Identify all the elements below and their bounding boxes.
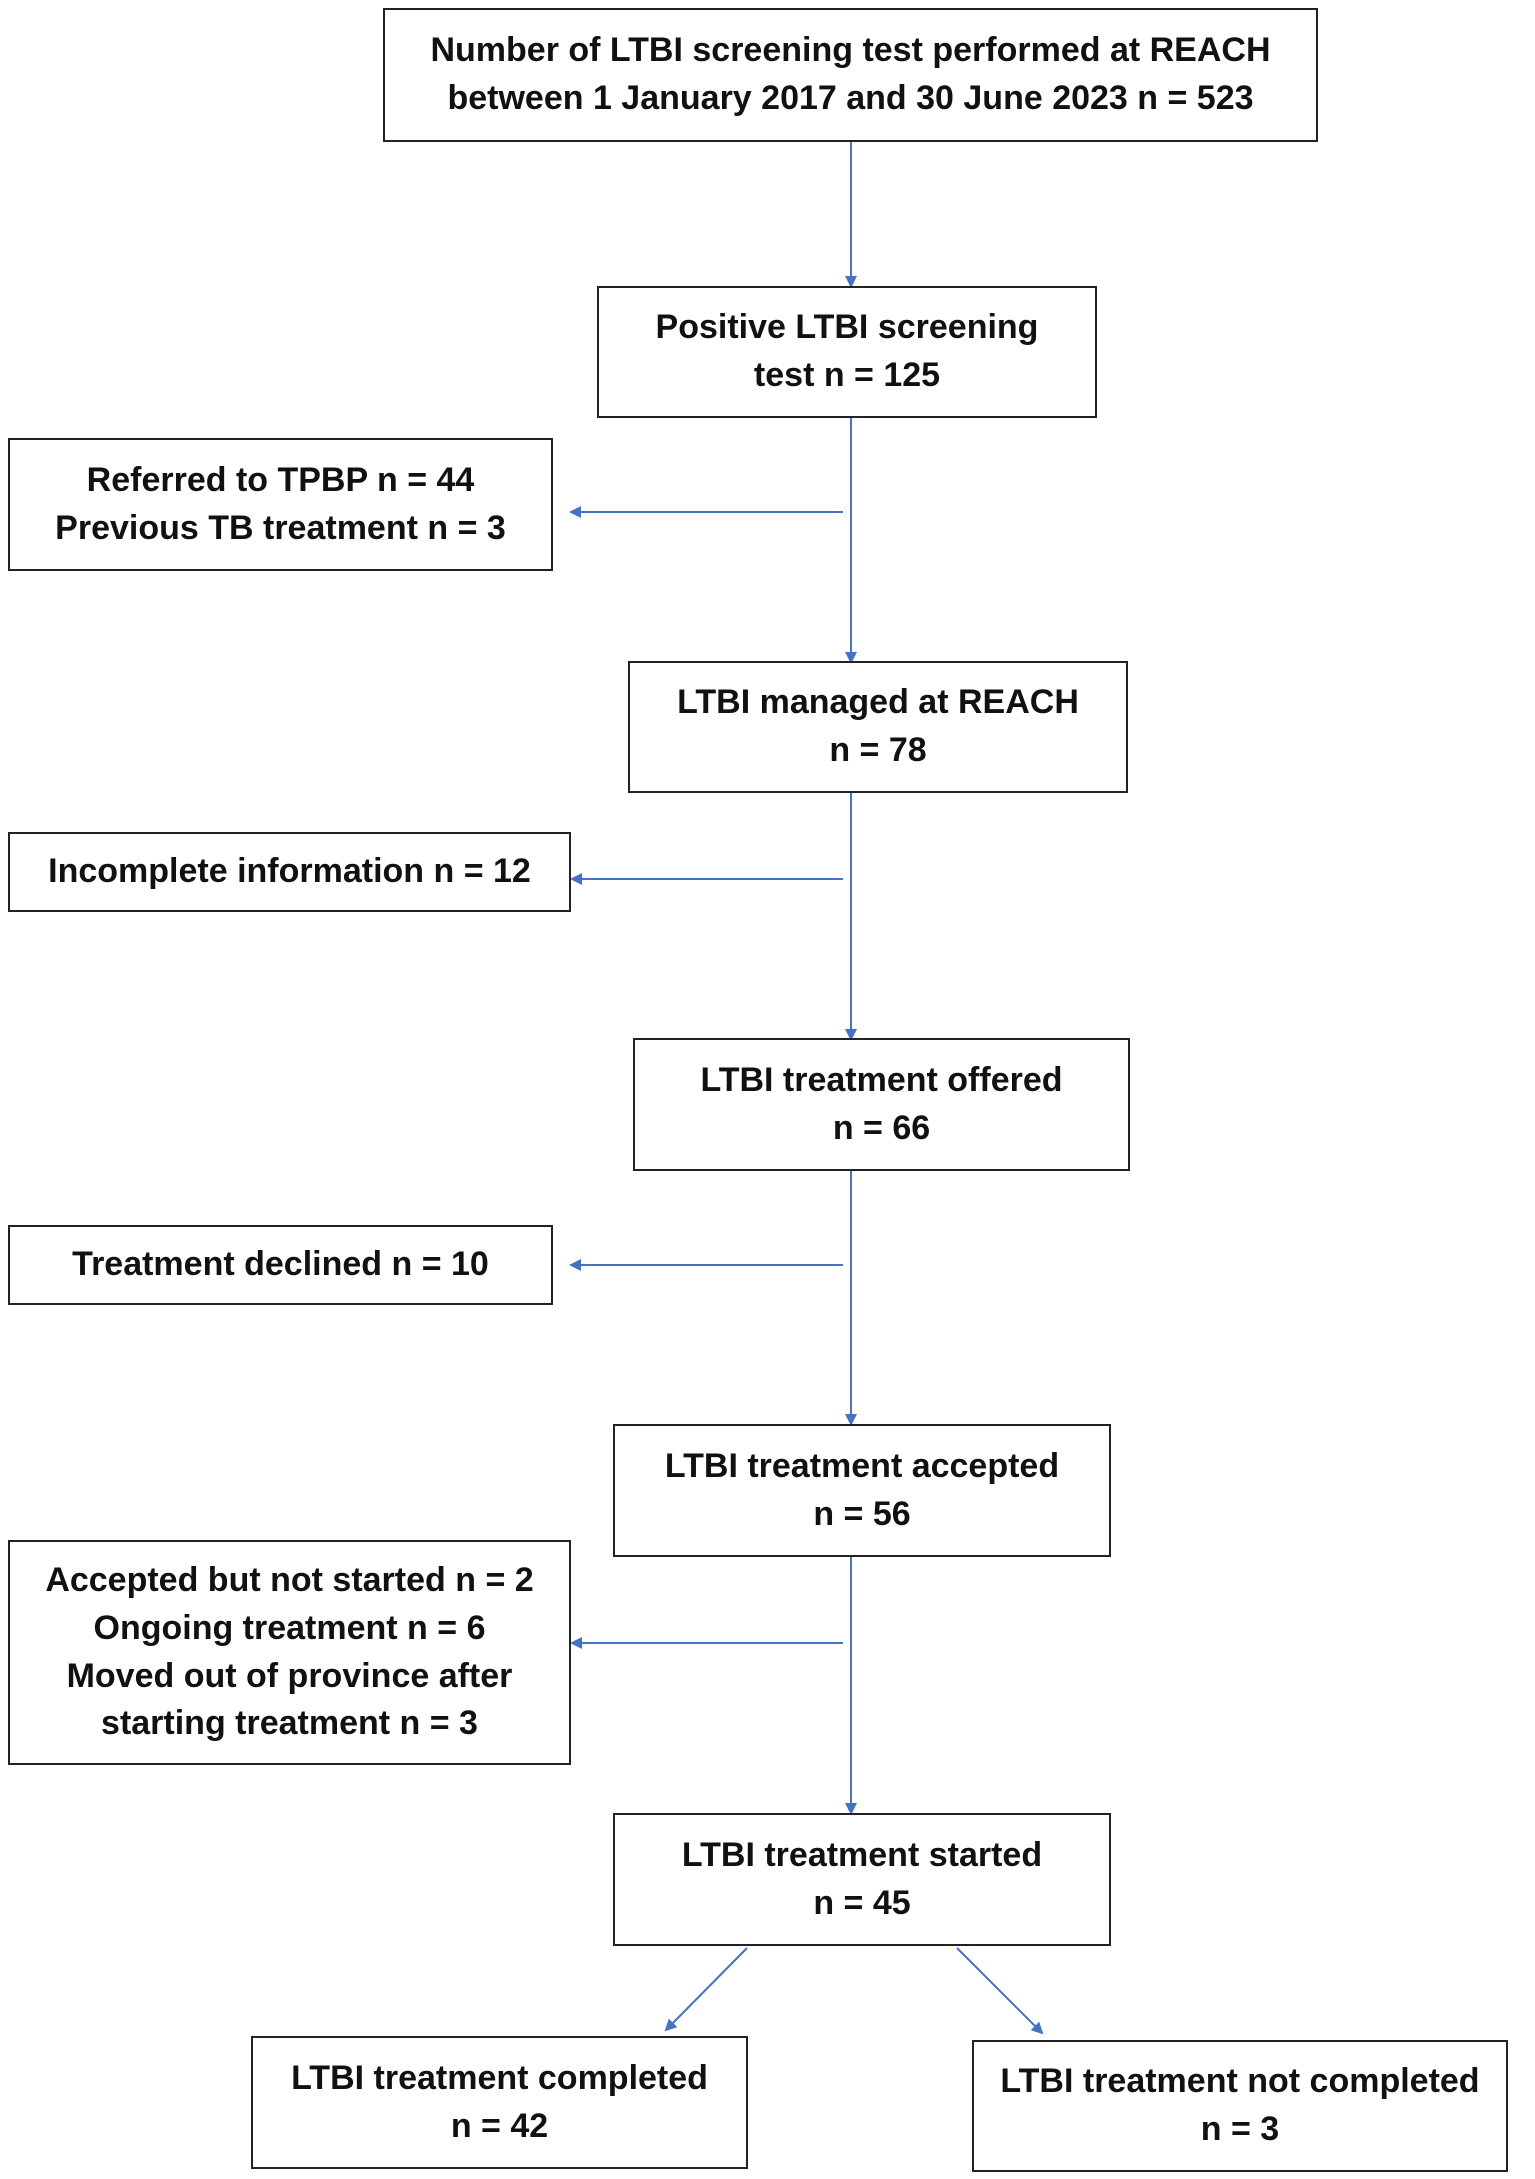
node-managed-at-reach-line-2: n = 78 <box>829 731 927 769</box>
node-positive-screening: Positive LTBI screening test n = 125 <box>597 286 1097 418</box>
node-treatment-completed: LTBI treatment completed n = 42 <box>251 2036 748 2169</box>
node-incomplete-info: Incomplete information n = 12 <box>8 832 571 912</box>
node-referred-previous-line-1: Referred to TPBP n = 44 <box>86 460 475 499</box>
arrow-started-to-completed <box>664 1947 748 2032</box>
node-screening-tests-line-1: Number of LTBI screening test performed … <box>430 31 1271 70</box>
arrow-started-to-not-completed <box>956 1947 1044 2035</box>
node-treatment-accepted: LTBI treatment accepted n = 56 <box>613 1424 1111 1557</box>
node-referred-previous: Referred to TPBP n = 44 Previous TB trea… <box>8 438 553 571</box>
node-managed-at-reach: LTBI managed at REACH n = 78 <box>628 661 1128 793</box>
node-treatment-offered-line-1: LTBI treatment offered <box>700 1060 1063 1099</box>
node-referred-previous-line-2: Previous TB treatment n = 3 <box>55 508 506 547</box>
node-treatment-offered-line-2: n = 66 <box>832 1108 931 1147</box>
node-positive-screening-line-1: Positive LTBI screening <box>655 308 1039 347</box>
node-incomplete-info-line-1: Incomplete information n = 12 <box>48 852 531 891</box>
node-treatment-not-completed: LTBI treatment not completed n = 3 <box>972 2040 1508 2172</box>
node-excluded-after-acceptance-line-3: Moved out of province after <box>66 1656 513 1695</box>
node-treatment-declined-line-1: Treatment declined n = 10 <box>72 1245 489 1284</box>
node-treatment-not-completed-line-2: n = 3 <box>1200 2110 1280 2148</box>
node-treatment-offered: LTBI treatment offered n = 66 <box>633 1038 1130 1171</box>
node-treatment-completed-line-1: LTBI treatment completed <box>291 2058 708 2097</box>
node-screening-tests: Number of LTBI screening test performed … <box>383 8 1318 142</box>
node-screening-tests-line-2: between 1 January 2017 and 30 June 2023 … <box>447 79 1254 117</box>
node-treatment-started-line-1: LTBI treatment started <box>681 1835 1043 1874</box>
node-treatment-started-line-2: n = 45 <box>813 1883 911 1922</box>
node-positive-screening-line-2: test n = 125 <box>753 356 941 394</box>
node-treatment-declined: Treatment declined n = 10 <box>8 1225 553 1305</box>
node-treatment-completed-line-2: n = 42 <box>450 2106 549 2145</box>
node-excluded-after-acceptance-line-4: starting treatment n = 3 <box>101 1704 478 1743</box>
node-excluded-after-acceptance-line-1: Accepted but not started n = 2 <box>45 1561 534 1600</box>
node-excluded-after-acceptance-line-2: Ongoing treatment n = 6 <box>93 1608 486 1647</box>
node-excluded-after-acceptance: Accepted but not started n = 2 Ongoing t… <box>8 1540 571 1765</box>
node-treatment-started: LTBI treatment started n = 45 <box>613 1813 1111 1946</box>
node-treatment-accepted-line-2: n = 56 <box>813 1494 911 1533</box>
node-treatment-not-completed-line-1: LTBI treatment not completed <box>1000 2062 1480 2101</box>
node-treatment-accepted-line-1: LTBI treatment accepted <box>664 1446 1060 1485</box>
node-managed-at-reach-line-1: LTBI managed at REACH <box>677 683 1079 722</box>
